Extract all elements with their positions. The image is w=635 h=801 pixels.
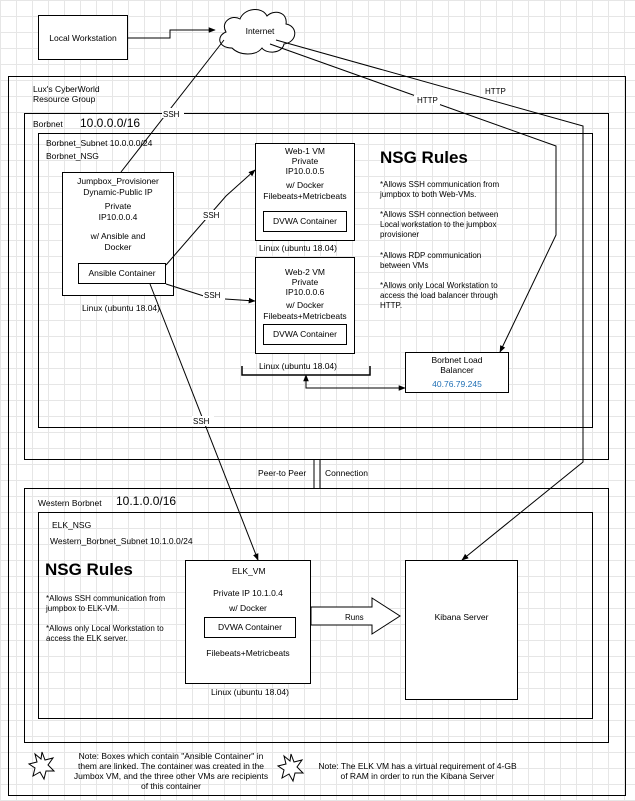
peering-label-right: Connection <box>325 468 369 478</box>
web1-line2: Private <box>291 156 319 166</box>
elk-dvwa-label: DVWA Container <box>218 622 282 632</box>
nsg-rule-top-2a: *Allows SSH connection between <box>380 210 499 219</box>
runs-label: Runs <box>345 613 364 622</box>
elk-vm-os: Linux (ubuntu 18.04) <box>211 687 289 697</box>
nsg-rules-title-bottom: NSG Rules <box>45 560 133 579</box>
kibana-server <box>405 560 518 700</box>
web2-dvwa-label: DVWA Container <box>273 329 337 339</box>
jumpbox-os: Linux (ubuntu 18.04) <box>82 303 160 313</box>
nsg-rule-top-1a: *Allows SSH communication from <box>380 180 500 189</box>
western-borbnet-vnet <box>24 488 609 743</box>
edge-label-ssh-4: SSH <box>193 417 210 426</box>
note-ansible-line1: Note: Boxes which contain "Ansible Conta… <box>78 751 264 761</box>
web2-line4: w/ Docker <box>286 300 324 310</box>
jumpbox-line4: IP10.0.0.4 <box>98 212 138 222</box>
borbnet-vnet <box>24 113 609 460</box>
web1-line1: Web-1 VM <box>285 146 325 156</box>
borbnet-subnet <box>38 133 593 428</box>
western-subnet-label: Western_Borbnet_Subnet 10.1.0.0/24 <box>50 536 193 546</box>
web1-line5: Filebeats+Metricbeats <box>263 191 347 201</box>
local-workstation-label: Local Workstation <box>49 33 117 43</box>
runs-arrow <box>310 597 401 635</box>
edge-internet-kibana <box>275 39 584 561</box>
nsg-rule-top-4c: HTTP. <box>380 301 403 310</box>
web-vms-bracket <box>241 366 371 376</box>
jumpbox-line3: Private <box>104 201 132 211</box>
resource-group-label-line2: Resource Group <box>33 94 96 104</box>
borbnet-nsg-label: Borbnet_NSG <box>46 151 99 161</box>
nsg-rule-top-4b: access the load balancer through <box>380 291 498 300</box>
elk-vm-line3: w/ Docker <box>229 603 267 613</box>
note-ansible-line3: Jumbox VM, and the three other VMs are r… <box>73 771 269 781</box>
edge-label-http-1: HTTP <box>417 96 438 105</box>
web1-line4: w/ Docker <box>286 180 324 190</box>
edge-internet-loadbalancer <box>269 43 557 353</box>
western-borbnet-name: Western Borbnet <box>38 498 102 508</box>
nsg-rule-bottom-2b: access the ELK server. <box>46 634 128 643</box>
elk-vm-line1: ELK_VM <box>232 566 266 576</box>
load-balancer-ip: 40.76.79.245 <box>432 379 482 389</box>
peering-label-left: Peer-to Peer <box>258 468 307 478</box>
jumpbox-line2: Dynamic-Public IP <box>83 187 153 197</box>
load-balancer <box>405 352 509 393</box>
nsg-rule-bottom-2a: *Allows only Local Workstation to <box>46 624 164 633</box>
note-ansible-line2: them are linked. The container was creat… <box>77 761 264 771</box>
elk-vm-line2: Private IP 10.1.0.4 <box>213 588 283 598</box>
star-icon <box>27 751 56 781</box>
nsg-rule-top-2c: provisioner <box>380 230 420 239</box>
star-icon <box>276 753 305 783</box>
ansible-container-label: Ansible Container <box>88 268 156 278</box>
edge-label-ssh-3: SSH <box>204 291 221 300</box>
load-balancer-line2: Balancer <box>440 365 474 375</box>
kibana-server-label: Kibana Server <box>434 612 489 622</box>
borbnet-cidr: 10.0.0.0/16 <box>80 116 141 130</box>
edge-ansible-web1 <box>165 169 256 266</box>
web1-dvwa-container <box>263 211 347 232</box>
jumpbox-line5: w/ Ansible and <box>90 231 146 241</box>
nsg-rule-top-3b: between VMs <box>380 261 429 270</box>
internet-cloud-icon <box>219 9 296 55</box>
web1-line3: IP10.0.0.5 <box>285 166 325 176</box>
elk-vm-line4: Filebeats+Metricbeats <box>206 648 290 658</box>
nsg-rule-top-1b: jumpbox to both Web-VMs. <box>380 190 477 199</box>
resource-group-label-line1: Lux's CyberWorld <box>33 84 100 94</box>
resource-group-container <box>8 76 626 796</box>
nsg-rule-top-2b: Local workstation to the jumpbox <box>380 220 497 229</box>
borbnet-name: Borbnet <box>33 119 63 129</box>
nsg-rule-bottom-1b: jumpbox to ELK-VM. <box>46 604 120 613</box>
web2-line2: Private <box>291 277 319 287</box>
load-balancer-line1: Borbnet Load <box>431 355 483 365</box>
web2-line1: Web-2 VM <box>285 267 325 277</box>
web2-line5: Filebeats+Metricbeats <box>263 311 347 321</box>
borbnet-subnet-label: Borbnet_Subnet 10.0.0.0/24 <box>46 138 153 148</box>
internet-label: Internet <box>245 26 275 36</box>
edge-workstation-internet <box>128 27 216 39</box>
elk-dvwa-container <box>204 617 296 638</box>
nsg-rule-top-3a: *Allows RDP communication <box>380 251 482 260</box>
edge-label-http-2: HTTP <box>485 87 506 96</box>
elk-nsg-label: ELK_NSG <box>52 520 92 530</box>
nsg-rule-top-4a: *Allows only Local Workstation to <box>380 281 498 290</box>
web2-line3: IP10.0.0.6 <box>285 287 325 297</box>
edge-bracket-loadbalancer <box>303 374 406 391</box>
jumpbox-line6: Docker <box>104 242 132 252</box>
note-ansible-line4: of this container <box>140 781 201 791</box>
note-elk-line2: of RAM in order to run the Kibana Server <box>340 771 495 781</box>
jumpbox-line1: Jumpbox_Provisioner <box>77 176 159 186</box>
web2-os: Linux (ubuntu 18.04) <box>259 361 337 371</box>
note-elk-line1: Note: The ELK VM has a virtual requireme… <box>318 761 517 771</box>
web1-os: Linux (ubuntu 18.04) <box>259 243 337 253</box>
edge-internet-jumpbox <box>120 39 225 173</box>
edge-label-ssh-1: SSH <box>163 110 180 119</box>
nsg-rule-bottom-1a: *Allows SSH communication from <box>46 594 166 603</box>
ansible-container <box>78 263 166 284</box>
web1-dvwa-label: DVWA Container <box>273 216 337 226</box>
local-workstation-node <box>38 15 128 60</box>
nsg-rules-title-top: NSG Rules <box>380 148 468 167</box>
western-subnet <box>38 512 593 719</box>
web2-dvwa-container <box>263 324 347 345</box>
western-borbnet-cidr: 10.1.0.0/16 <box>116 494 177 508</box>
edge-label-ssh-2: SSH <box>203 211 220 220</box>
